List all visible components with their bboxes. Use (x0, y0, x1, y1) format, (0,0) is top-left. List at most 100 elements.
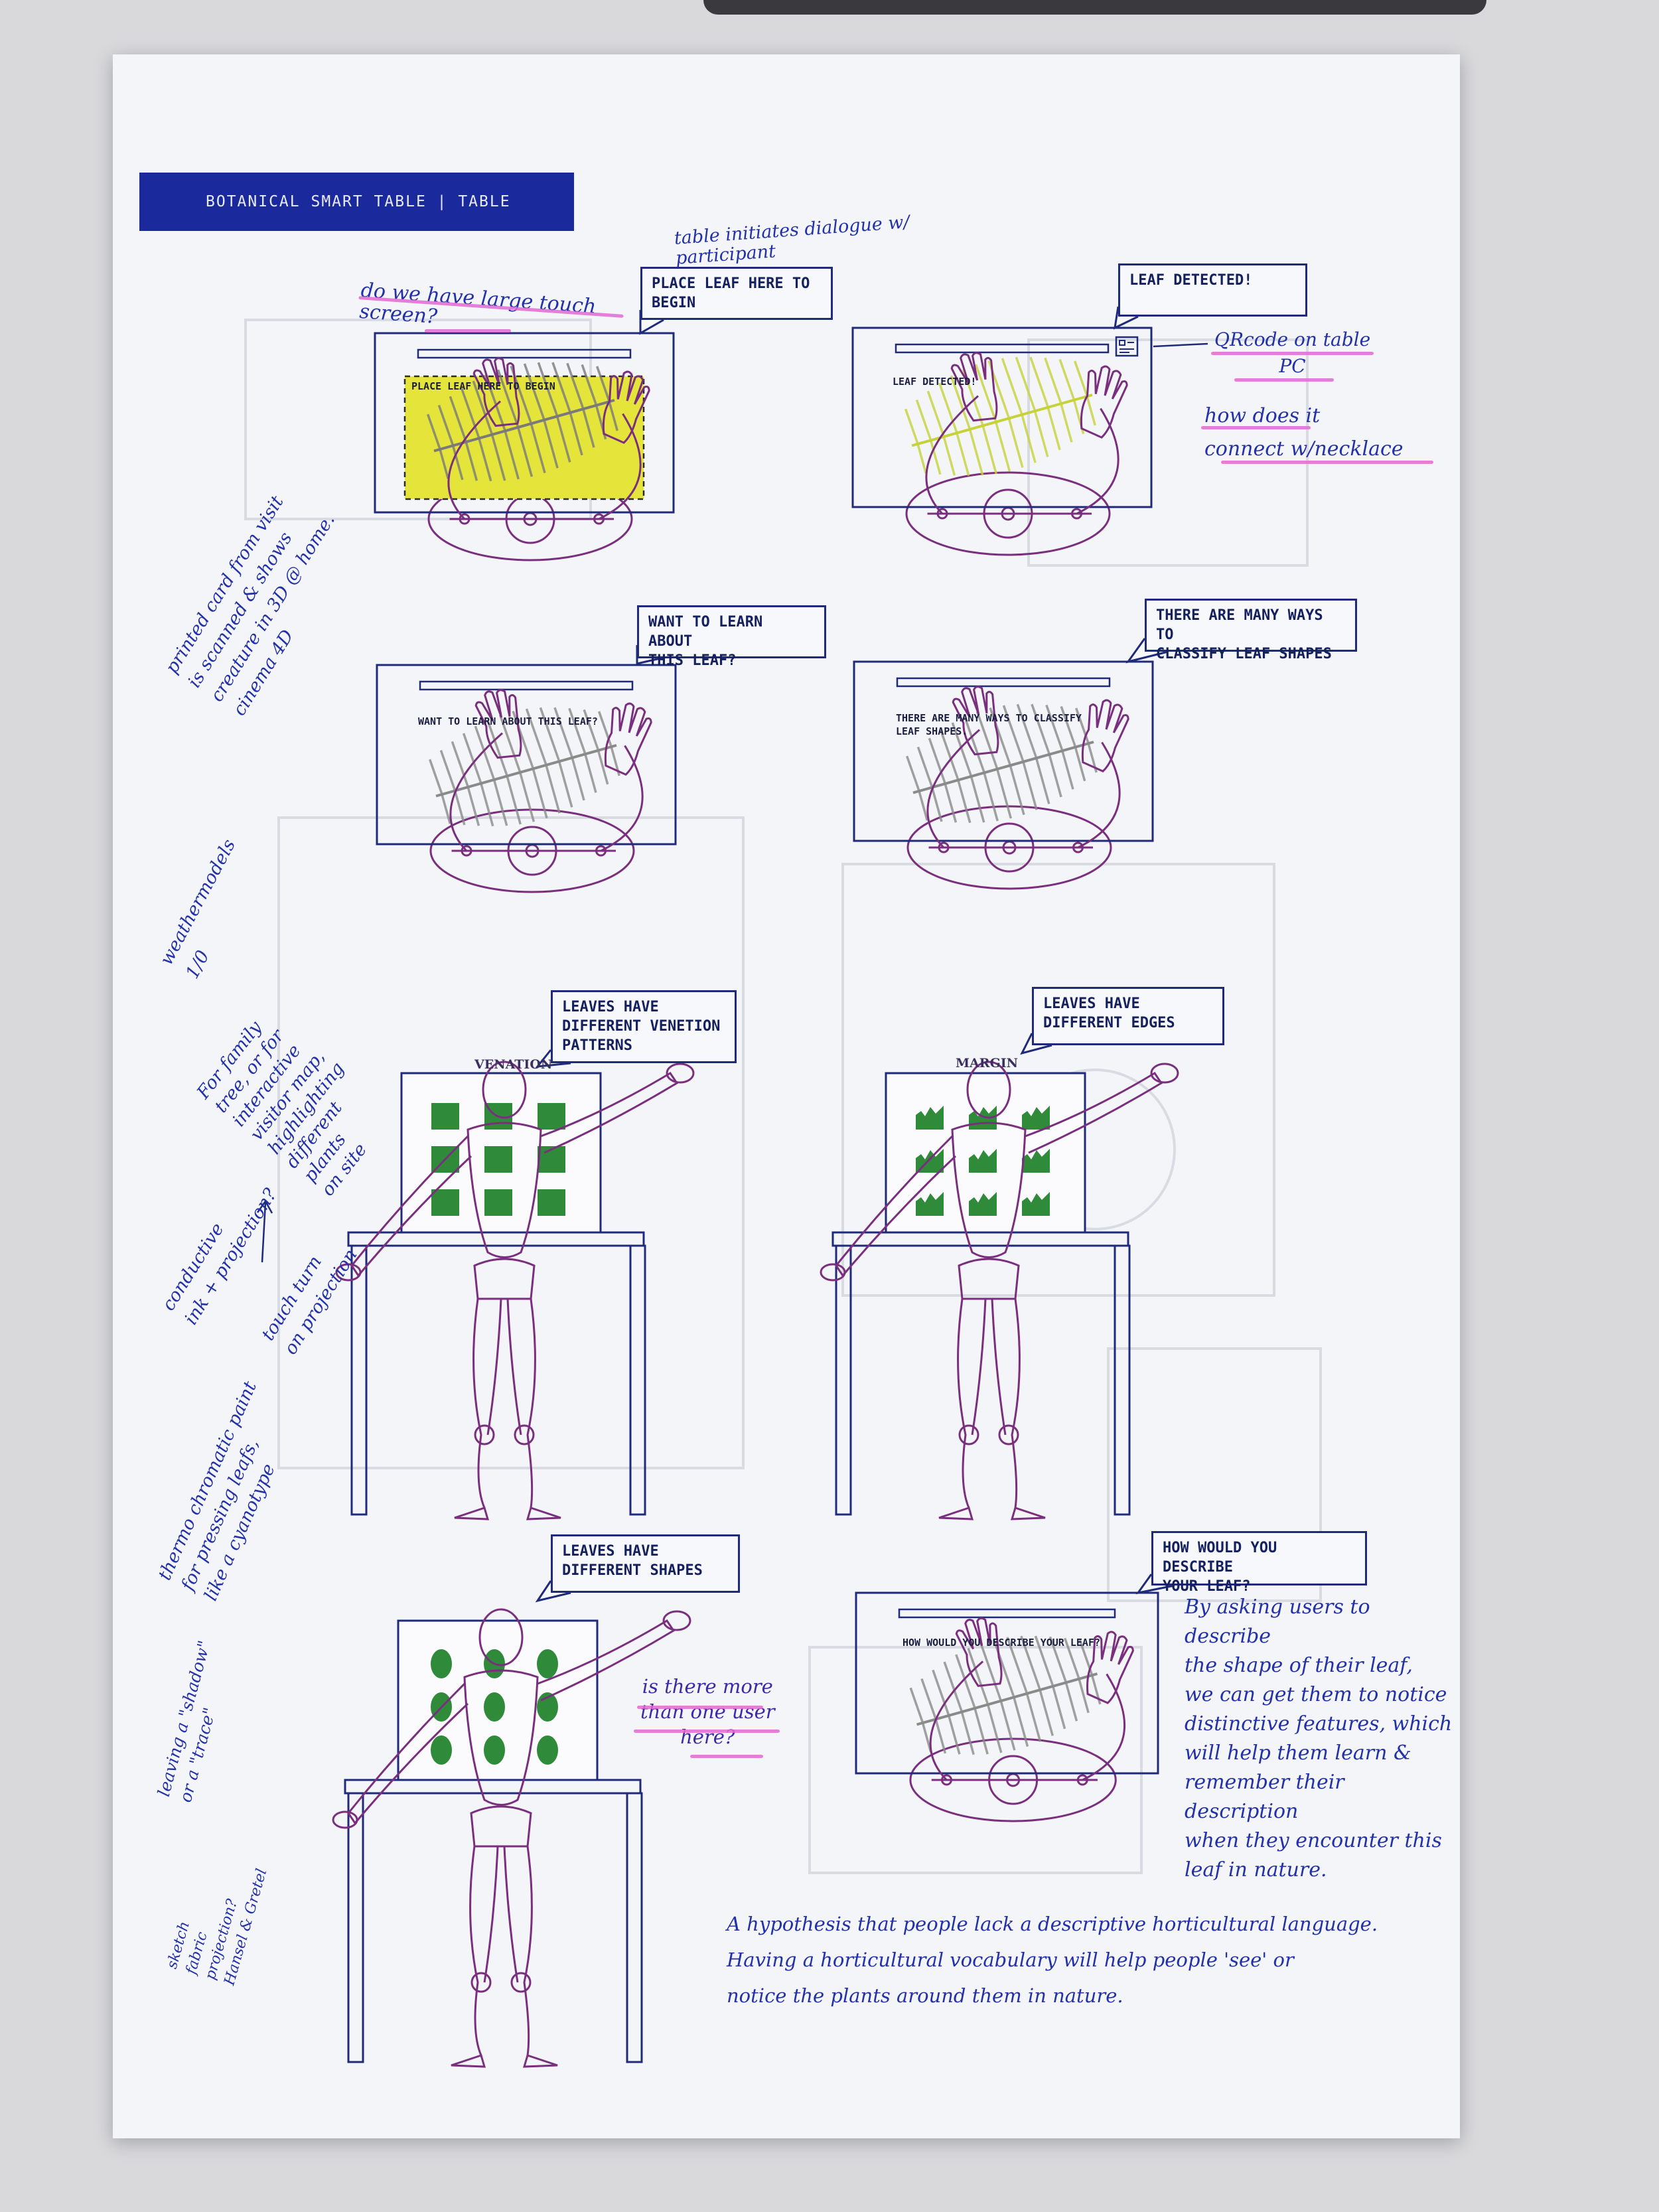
leaf-frond (512, 711, 534, 768)
leaf-frond (929, 439, 942, 475)
leaf-frond (1077, 1677, 1090, 1714)
margin-thumb (1022, 1149, 1050, 1173)
hand-outline (1080, 365, 1128, 439)
venation-thumb (484, 1146, 512, 1173)
hand-outline (474, 689, 522, 759)
panel-place-leaf (374, 332, 675, 561)
leaf-stem (433, 399, 615, 453)
note-necklace: how does it connect w/necklace (1204, 404, 1404, 461)
mannequin-arm-lower (347, 1682, 469, 1825)
hand-shape (955, 1617, 1003, 1687)
screen-header-bar (419, 680, 634, 691)
leaf-frond (440, 792, 451, 824)
leaf-frond (460, 388, 480, 438)
note-more-users: is there more than one user here? (640, 1675, 775, 1748)
leaf-frond (505, 774, 522, 825)
mannequin-torso (951, 1122, 1027, 1258)
shape-thumb (537, 1735, 558, 1765)
left-arm (925, 395, 979, 515)
table-leg (629, 1244, 646, 1516)
leaf-frond (1060, 705, 1076, 747)
right-arm (1082, 1673, 1126, 1781)
leaf-frond (928, 737, 946, 783)
left-arm (447, 400, 501, 520)
mannequin-hand (335, 1263, 362, 1282)
hand-shape (1086, 1631, 1134, 1704)
leaf-frond (960, 1710, 975, 1755)
leaf-frond (542, 418, 559, 469)
bubble-venation: LEAVES HAVE DIFFERENT VENETION PATTERNS (551, 990, 737, 1063)
leaf-frond (955, 431, 970, 477)
hand-outline (955, 1617, 1003, 1687)
leaf-frond (920, 1678, 937, 1719)
leaf-frond (428, 759, 443, 794)
note-hypothesis: A hypothesis that people lack a descript… (727, 1913, 1378, 2007)
leaf-frond (974, 364, 997, 421)
leaf-frond (523, 363, 545, 419)
mannequin-hand (332, 1810, 358, 1829)
leaf-frond (568, 707, 586, 753)
bubble-place-leaf: PLACE LEAF HERE TO BEGIN (640, 267, 833, 320)
leaf-frond (467, 785, 480, 826)
shoulder-joint (1076, 1774, 1088, 1786)
table-screen-outline (851, 327, 1153, 508)
left-arm (929, 1660, 984, 1781)
screen-text-edges: MARGIN (956, 1056, 1019, 1070)
foot (522, 2054, 558, 2068)
foot (526, 1507, 561, 1520)
screen-text-many-ways: THERE ARE MANY WAYS TO CLASSIFY LEAF SHA… (896, 712, 1082, 737)
leaf-frond (1064, 1637, 1080, 1678)
leaf-frond (453, 789, 466, 826)
shape-thumb (431, 1649, 452, 1678)
bubble-shapes: LEAVES HAVE DIFFERENT SHAPES (551, 1534, 740, 1593)
mannequin-leg-left-inner (971, 1298, 987, 1436)
leaf-frond (525, 708, 547, 765)
leaf-stem (912, 741, 1094, 794)
mannequin-pelvis (473, 1258, 536, 1300)
screen-header-bar (896, 677, 1111, 688)
hand-outline (472, 357, 520, 427)
leaf-frond (553, 707, 573, 757)
leaf-frond (1015, 356, 1036, 410)
leaf-frond (537, 362, 558, 415)
highlight-necklace-2 (1221, 461, 1433, 464)
leaf-frond (917, 789, 928, 821)
margin-thumb (916, 1106, 944, 1130)
leaf-frond (973, 1706, 989, 1755)
leaf-frond (955, 1654, 976, 1708)
leaf-stem (916, 1672, 1098, 1726)
leaf-frond (490, 433, 506, 481)
mannequin-leg-left (469, 1846, 482, 2056)
panel-describe (855, 1591, 1159, 1822)
mannequin-arm-lower (350, 1135, 472, 1278)
leaf-frond (581, 364, 597, 405)
hand-shape (474, 689, 522, 759)
table-leg (626, 1792, 643, 2063)
leaf-frond (994, 420, 1011, 472)
leaf-frond (1051, 1684, 1066, 1730)
leaf-frond (1059, 402, 1073, 443)
mannequin-leg-right (1011, 1298, 1021, 1509)
right-arm (1076, 407, 1119, 515)
screen-text-leaf-detected: LEAF DETECTED! (893, 376, 977, 388)
leaf-stem (911, 394, 1093, 447)
hand-outline (952, 686, 999, 756)
arrow-head (256, 1199, 273, 1214)
leaf-frond (530, 421, 546, 474)
left-arm (926, 729, 980, 849)
leaf-frond (1006, 1637, 1028, 1693)
venation-thumb (538, 1146, 565, 1173)
margin-thumb (916, 1192, 944, 1216)
hand-outline (1081, 699, 1129, 773)
leaf-frond (437, 404, 454, 445)
shape-thumb (484, 1692, 505, 1722)
leaf-frond (1020, 1635, 1041, 1689)
knee-joint (474, 1424, 495, 1445)
mannequin-arm-lower (835, 1135, 957, 1278)
leaf-frond (544, 763, 561, 814)
leaf-frond (451, 741, 469, 786)
hand-shape (1080, 365, 1128, 439)
leaf-frond (1074, 745, 1086, 782)
mannequin-leg-left-inner (483, 1846, 499, 1983)
palm-leaf (904, 356, 1096, 477)
